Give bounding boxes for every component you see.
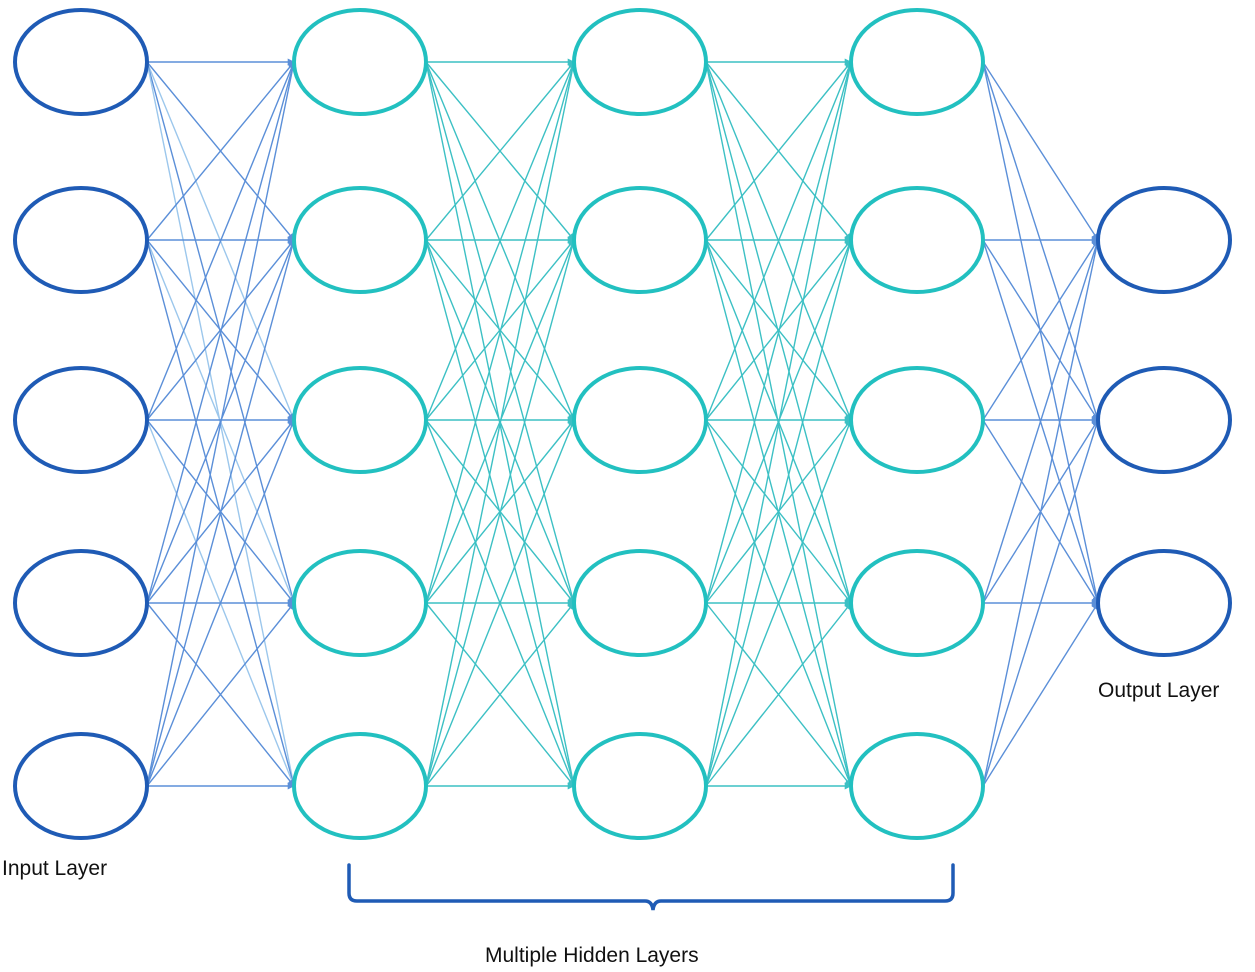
edge-l0-1-to-l1-0 bbox=[146, 61, 295, 241]
edge-l0-4-to-l1-1 bbox=[146, 239, 296, 787]
edge-l0-2-to-l1-0 bbox=[146, 61, 295, 421]
hidden-neuron-2-3 bbox=[572, 549, 708, 657]
edge-l3-4-to-l4-0 bbox=[982, 239, 1101, 787]
hidden-layers-brace bbox=[347, 863, 955, 911]
edge-l1-4-to-l2-0 bbox=[425, 61, 577, 787]
input-neuron-0-3 bbox=[13, 549, 149, 657]
edge-l1-3-to-l2-0 bbox=[425, 61, 576, 604]
hidden-neuron-1-1 bbox=[292, 186, 428, 294]
output-layer-label: Output Layer bbox=[1098, 679, 1220, 702]
edge-l0-4-to-l1-3 bbox=[146, 602, 295, 787]
hidden-neuron-1-0 bbox=[292, 8, 428, 116]
hidden-neuron-2-0 bbox=[572, 8, 708, 116]
input-neuron-0-4 bbox=[13, 732, 149, 840]
edge-l2-4-to-l3-0 bbox=[705, 61, 854, 787]
hidden-neuron-3-2 bbox=[849, 366, 985, 474]
connection-edges bbox=[146, 58, 1101, 790]
edge-l0-4-to-l1-0 bbox=[146, 61, 297, 787]
neurons bbox=[13, 8, 1232, 840]
edge-l3-4-to-l4-2 bbox=[982, 602, 1099, 787]
edge-l3-4-to-l4-1 bbox=[982, 419, 1100, 787]
input-neuron-0-2 bbox=[13, 366, 149, 474]
edge-l1-2-to-l2-0 bbox=[425, 61, 575, 421]
hidden-neuron-1-2 bbox=[292, 366, 428, 474]
edge-l0-4-to-l1-2 bbox=[146, 419, 295, 787]
edge-l3-3-to-l4-0 bbox=[982, 239, 1100, 604]
edge-l3-0-to-l4-2 bbox=[982, 61, 1101, 604]
output-neuron-4-2 bbox=[1096, 549, 1232, 657]
edge-l1-4-to-l2-1 bbox=[425, 239, 576, 787]
edge-l2-4-to-l3-1 bbox=[705, 239, 853, 787]
hidden-neuron-3-0 bbox=[849, 8, 985, 116]
hidden-neuron-1-3 bbox=[292, 549, 428, 657]
input-layer-label: Input Layer bbox=[2, 857, 108, 880]
edge-l3-0-to-l4-0 bbox=[982, 61, 1099, 241]
hidden-neuron-3-4 bbox=[849, 732, 985, 840]
hidden-neuron-3-1 bbox=[849, 186, 985, 294]
edge-l3-2-to-l4-0 bbox=[982, 239, 1099, 421]
hidden-neuron-2-1 bbox=[572, 186, 708, 294]
edge-l2-1-to-l3-0 bbox=[705, 61, 852, 241]
edge-l1-4-to-l2-3 bbox=[425, 602, 575, 787]
hidden-neuron-2-2 bbox=[572, 366, 708, 474]
hidden-neuron-1-4 bbox=[292, 732, 428, 840]
input-neuron-0-0 bbox=[13, 8, 149, 116]
edge-l3-0-to-l4-1 bbox=[982, 61, 1100, 421]
output-neuron-4-1 bbox=[1096, 366, 1232, 474]
edge-l2-2-to-l3-0 bbox=[705, 61, 852, 421]
hidden-layers-label: Multiple Hidden Layers bbox=[485, 944, 699, 967]
edge-l2-4-to-l3-2 bbox=[705, 419, 852, 787]
edge-l1-4-to-l2-2 bbox=[425, 419, 575, 787]
hidden-neuron-3-3 bbox=[849, 549, 985, 657]
edge-l2-4-to-l3-3 bbox=[705, 602, 852, 787]
output-neuron-4-0 bbox=[1096, 186, 1232, 294]
input-neuron-0-1 bbox=[13, 186, 149, 294]
hidden-neuron-2-4 bbox=[572, 732, 708, 840]
edge-l2-3-to-l3-0 bbox=[705, 61, 853, 604]
edge-l0-3-to-l1-0 bbox=[146, 61, 296, 604]
edge-l1-1-to-l2-0 bbox=[425, 61, 575, 241]
